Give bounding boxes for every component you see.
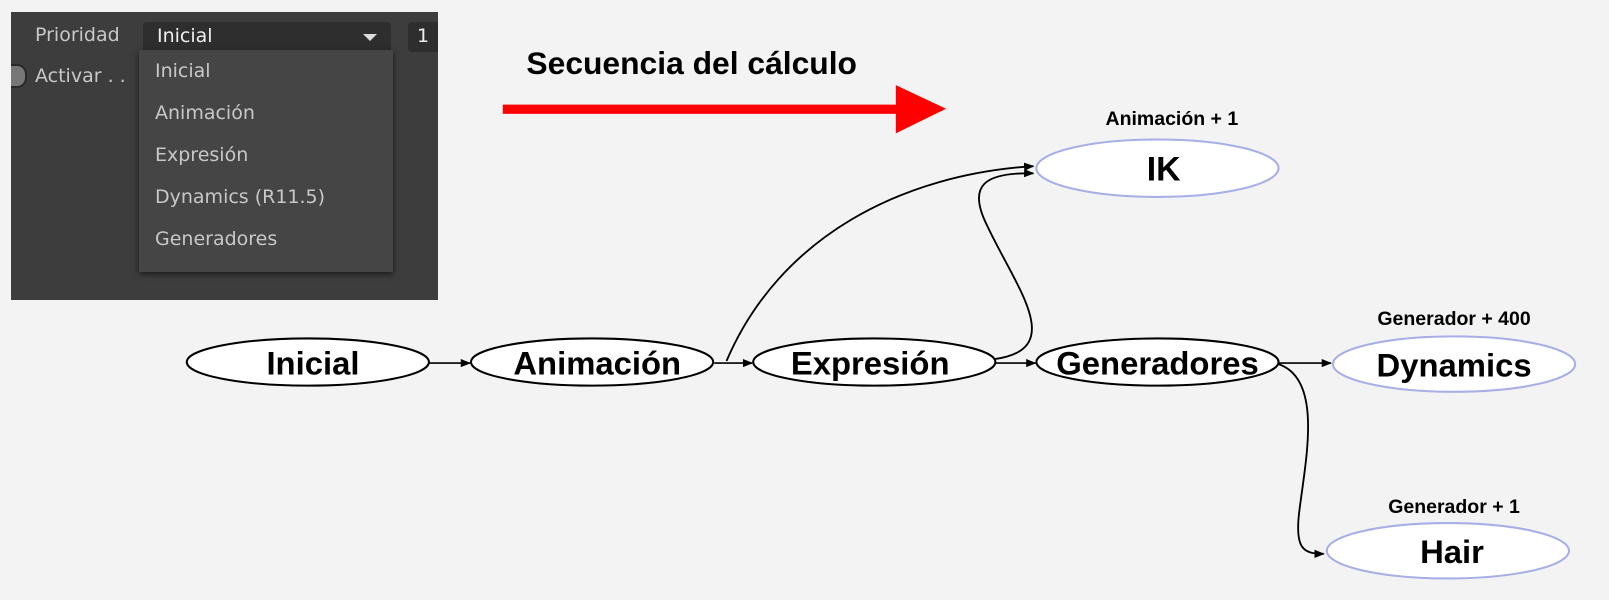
chevron-down-icon bbox=[363, 34, 377, 41]
diagram-title: Secuencia del cálculo bbox=[526, 45, 857, 81]
node-ik: Animación + 1 IK bbox=[1035, 108, 1280, 198]
menu-item-expresion[interactable]: Expresión bbox=[155, 144, 249, 166]
menu-item-dynamics[interactable]: Dynamics (R11.5) bbox=[155, 186, 326, 208]
priority-selected-value: Inicial bbox=[157, 25, 213, 47]
sequence-direction-arrow bbox=[502, 85, 947, 134]
node-label: Dynamics bbox=[1377, 346, 1532, 383]
priority-select[interactable]: Inicial bbox=[143, 22, 391, 52]
hair-annotation: Generador + 1 bbox=[1388, 496, 1520, 518]
dynamics-annotation: Generador + 400 bbox=[1377, 308, 1530, 330]
edge-expresion-ik bbox=[977, 169, 1035, 360]
radio-icon[interactable] bbox=[11, 64, 27, 88]
node-label: Animación bbox=[513, 344, 681, 381]
priority-number-field[interactable]: 1 bbox=[408, 22, 438, 52]
activar-option[interactable]: Activar . . bbox=[11, 64, 126, 88]
node-label: Inicial bbox=[266, 344, 359, 381]
node-animacion: Animación bbox=[469, 337, 715, 387]
node-expresion: Expresión bbox=[752, 337, 997, 387]
menu-item-inicial[interactable]: Inicial bbox=[155, 60, 211, 82]
node-label: Hair bbox=[1420, 533, 1484, 570]
edge-animacion-ik bbox=[725, 162, 1035, 362]
ik-annotation: Animación + 1 bbox=[1106, 108, 1239, 130]
node-label: Expresión bbox=[791, 344, 950, 381]
node-hair: Generador + 1 Hair bbox=[1325, 496, 1571, 580]
node-dynamics: Generador + 400 Dynamics bbox=[1331, 308, 1577, 393]
node-label: Generadores bbox=[1056, 344, 1258, 381]
priority-settings-panel: Prioridad Activar . . Inicial 1 Inicial … bbox=[11, 12, 438, 300]
node-generadores: Generadores bbox=[1035, 337, 1280, 387]
activar-label: Activar . . bbox=[35, 65, 126, 87]
edge-generadores-hair bbox=[1278, 363, 1325, 558]
priority-number-value: 1 bbox=[417, 25, 430, 47]
menu-item-animacion[interactable]: Animación bbox=[155, 102, 255, 124]
menu-item-generadores[interactable]: Generadores bbox=[155, 228, 278, 250]
priority-label: Prioridad bbox=[35, 24, 120, 46]
node-label: IK bbox=[1147, 151, 1181, 189]
priority-dropdown-menu: Inicial Animación Expresión Dynamics (R1… bbox=[139, 50, 393, 272]
node-inicial: Inicial bbox=[185, 337, 430, 387]
